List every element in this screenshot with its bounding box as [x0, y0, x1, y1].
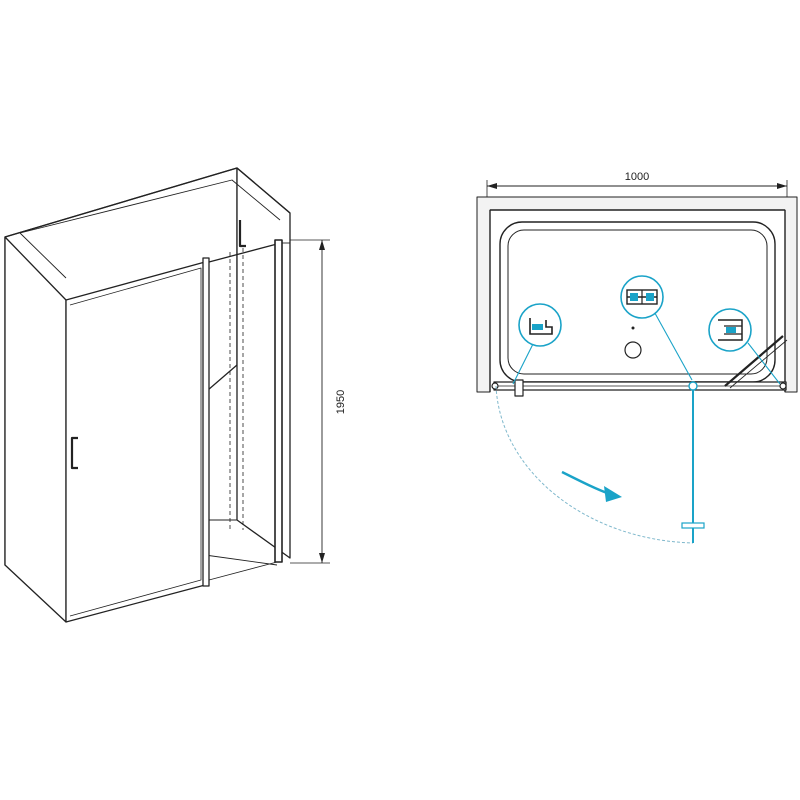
left-wall — [4, 236, 67, 623]
wall-profile-icon — [708, 308, 752, 352]
door-handle — [70, 436, 78, 470]
width-dimension-label: 1000 — [625, 171, 649, 183]
plan-accents — [495, 275, 781, 544]
isometric-view — [4, 167, 330, 623]
fixed-panel-profile — [202, 257, 210, 587]
fixed-return-panel — [724, 335, 784, 387]
swing-direction-arrow-icon — [561, 470, 622, 502]
height-dimension-label: 1950 — [335, 390, 347, 414]
wall-bracket — [238, 220, 246, 248]
drain — [624, 341, 642, 359]
wall-bracket-icon — [518, 303, 562, 347]
door-panel — [65, 261, 206, 623]
hinge-bracket-icon — [620, 275, 664, 319]
wall-profile — [274, 239, 283, 563]
door-swing-arc — [495, 385, 694, 544]
